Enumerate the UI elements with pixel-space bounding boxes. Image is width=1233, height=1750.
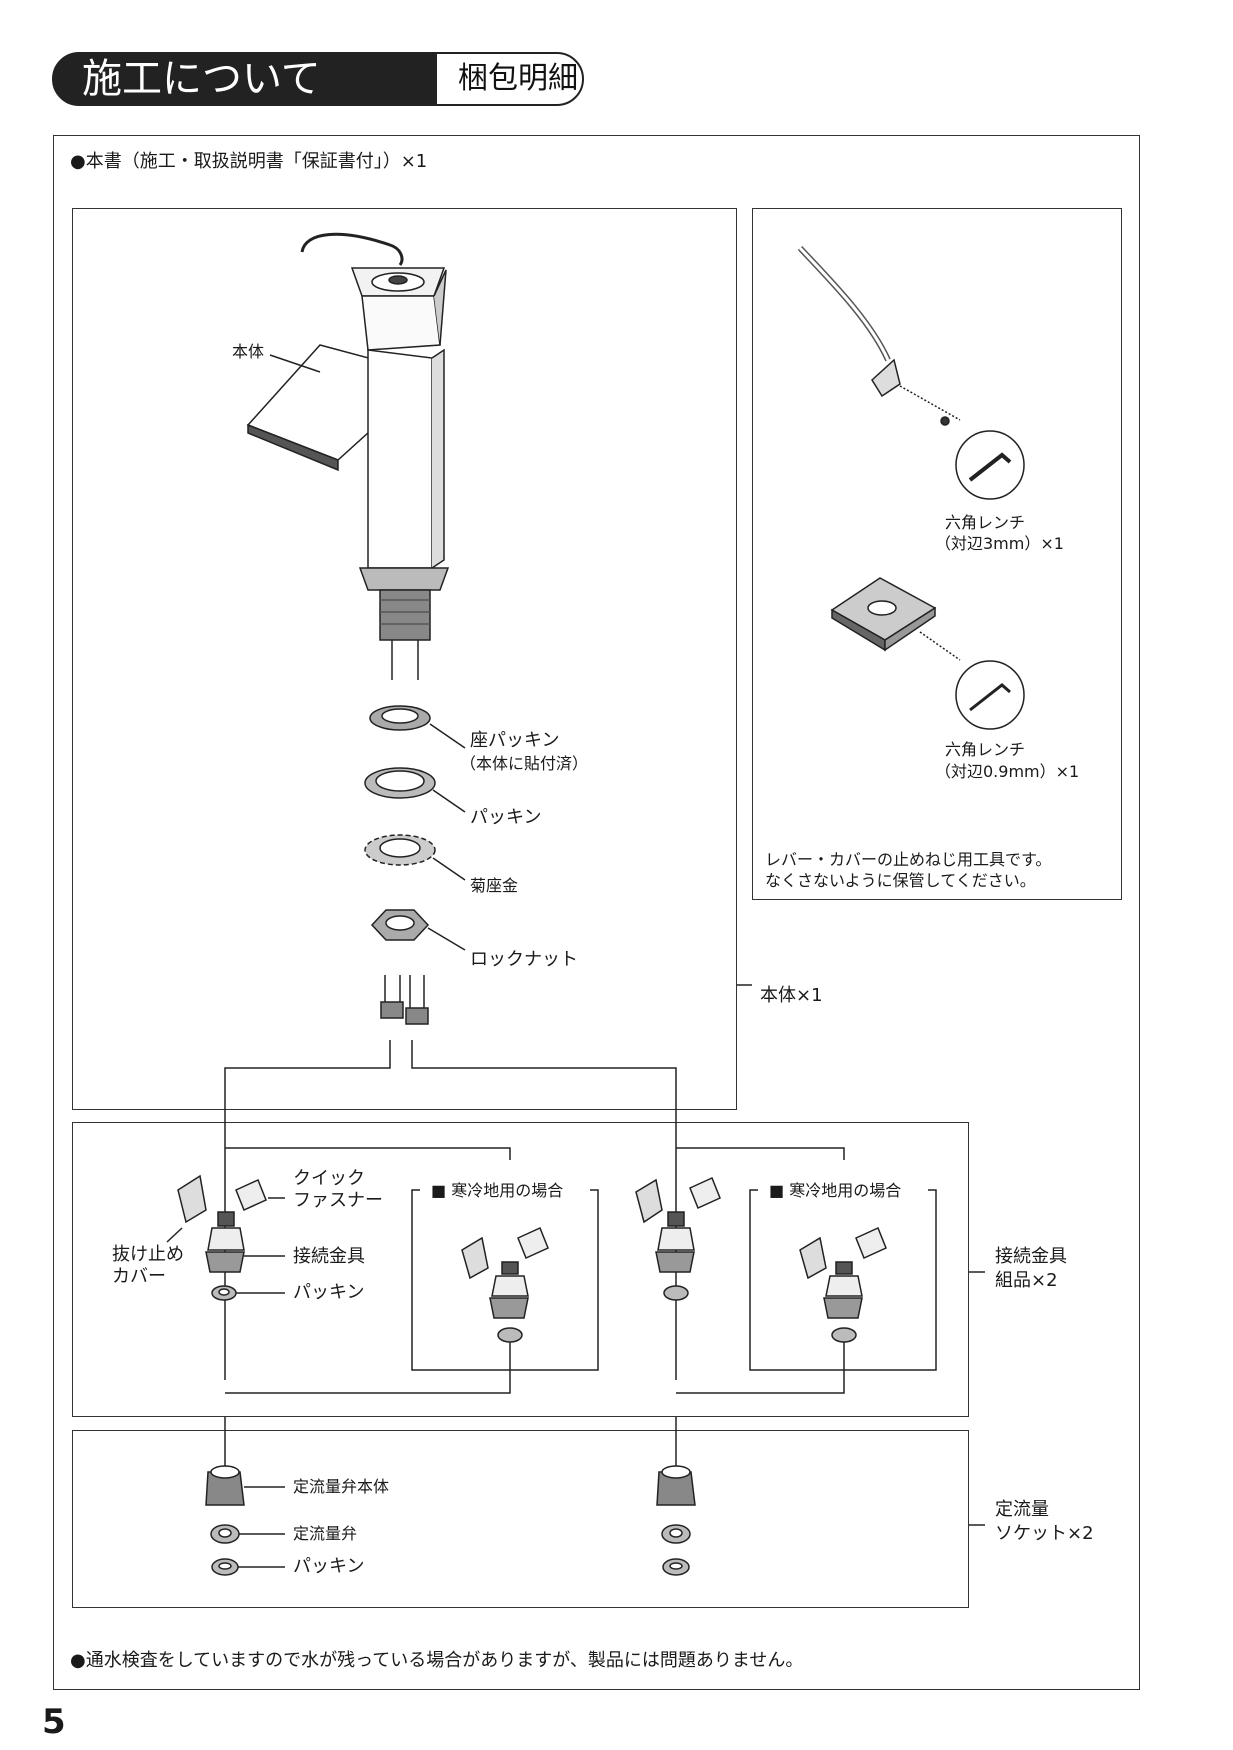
- fitting-packing-icon-4: [831, 1327, 857, 1343]
- faucet-body-label: 本体: [232, 342, 265, 361]
- packing-icon: [364, 767, 436, 799]
- header-shape: [52, 52, 584, 106]
- section-header: 施工について 梱包明細: [52, 52, 584, 106]
- wrench-3mm-name: 六角レンチ: [945, 513, 1026, 532]
- quick-fastener-icon-1: [235, 1178, 267, 1212]
- flow-valve-body-label: 定流量弁本体: [293, 1477, 390, 1496]
- flow-valve-icon-1: [210, 1524, 240, 1544]
- washer-label: 菊座金: [470, 876, 519, 895]
- fitting-label: 接続金具: [293, 1246, 365, 1267]
- manual-note: ●本書（施工・取扱説明書「保証書付」）×1: [70, 151, 428, 172]
- packing-list-frame: [53, 135, 1140, 1690]
- flow-valve-label: 定流量弁: [293, 1524, 358, 1543]
- cover-plate-icon: [830, 577, 937, 652]
- stop-cover-icon-1: [177, 1174, 207, 1224]
- tools-box: [752, 208, 1122, 900]
- fitting-packing-icon-2: [497, 1327, 523, 1343]
- body-group-label: 本体×1: [760, 985, 823, 1006]
- socket-packing-icon-1: [211, 1558, 239, 1576]
- quick-fastener-icon-3: [689, 1176, 721, 1210]
- section-subtitle: 梱包明細: [458, 61, 578, 96]
- fittings-box: [72, 1122, 969, 1417]
- stop-cover-label-1: 抜け止め: [112, 1244, 184, 1265]
- flow-valve-body-icon-2: [656, 1465, 696, 1506]
- quick-fastener-icon-4: [855, 1226, 887, 1260]
- section-title: 施工について: [82, 56, 321, 102]
- packing-label: パッキン: [470, 807, 542, 828]
- seat-packing-note: （本体に貼付済）: [460, 754, 589, 773]
- flow-valve-body-icon-1: [205, 1465, 245, 1506]
- fitting-icon-3: [655, 1211, 695, 1273]
- socket-group-label-2: ソケット×2: [995, 1523, 1094, 1544]
- seat-packing-label: 座パッキン: [470, 730, 560, 751]
- wrench-3mm-size: （対辺3mm）×1: [935, 534, 1064, 553]
- socket-box: [72, 1430, 969, 1608]
- fitting-icon-4: [823, 1261, 863, 1319]
- quick-fastener-icon-2: [517, 1226, 549, 1260]
- socket-packing-label: パッキン: [293, 1556, 365, 1577]
- fittings-group-label-1: 接続金具: [995, 1246, 1067, 1267]
- lever-icon: [797, 245, 901, 398]
- cold-region-label-2: ■ 寒冷地用の場合: [765, 1181, 906, 1201]
- wrench-09mm-size: （対辺0.9mm）×1: [935, 762, 1080, 781]
- hex-wrench-3mm-icon: [968, 452, 1012, 482]
- fitting-icon-1: [205, 1211, 245, 1273]
- stop-cover-icon-2: [461, 1236, 489, 1280]
- water-note: ●通水検査をしていますので水が残っている場合がありますが、製品には問題ありません…: [70, 1650, 804, 1671]
- socket-group-label-1: 定流量: [995, 1499, 1049, 1520]
- quick-fastener-label-2: ファスナー: [293, 1190, 383, 1211]
- hose-ends-icon: [380, 975, 429, 1025]
- fittings-group-label-2: 組品×2: [995, 1270, 1058, 1291]
- fitting-packing-icon-1: [211, 1285, 237, 1301]
- lock-nut-label: ロックナット: [470, 949, 578, 970]
- body-box: [72, 208, 737, 1110]
- fitting-icon-2: [489, 1261, 529, 1319]
- hex-wrench-09mm-icon: [969, 683, 1011, 712]
- flow-valve-icon-2: [661, 1524, 691, 1544]
- cold-region-label-1: ■ 寒冷地用の場合: [427, 1181, 568, 1201]
- stop-cover-label-2: カバー: [112, 1266, 166, 1287]
- tools-note-line2: なくさないように保管してください。: [765, 871, 1036, 890]
- faucet-body-icon: [246, 232, 450, 680]
- page-number: 5: [42, 1702, 66, 1742]
- tools-note-line1: レバー・カバーの止めねじ用工具です。: [765, 850, 1052, 869]
- seat-packing-icon: [369, 705, 431, 731]
- wrench-09mm-name: 六角レンチ: [945, 740, 1026, 759]
- stop-cover-icon-4: [799, 1236, 827, 1280]
- lock-nut-icon: [370, 909, 430, 941]
- fitting-packing-label: パッキン: [293, 1282, 365, 1303]
- stop-cover-icon-3: [635, 1178, 663, 1224]
- socket-packing-icon-2: [662, 1558, 690, 1576]
- washer-icon: [364, 834, 436, 866]
- quick-fastener-label-1: クイック: [293, 1168, 365, 1189]
- fitting-packing-icon-3: [663, 1285, 689, 1301]
